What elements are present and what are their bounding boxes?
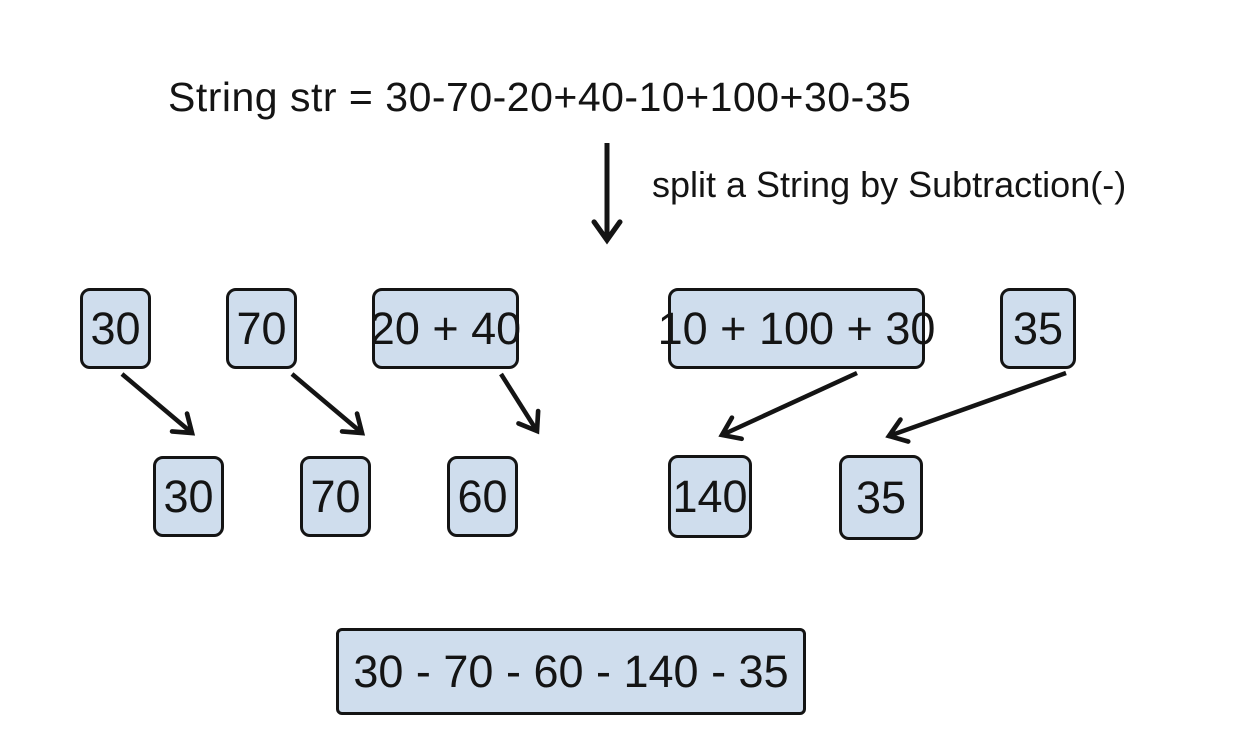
evaluated-token-box-4: 140 (668, 455, 752, 538)
evaluated-token-box-3: 60 (447, 456, 518, 537)
split-token-box-2: 70 (226, 288, 297, 369)
string-expression-title: String str = 30-70-20+40-10+100+30-35 (168, 74, 912, 120)
split-operation-label: split a String by Subtraction(-) (652, 164, 1127, 205)
arrow-to-35-icon (885, 370, 1067, 444)
split-token-box-4: 10 + 100 + 30 (658, 288, 935, 369)
arrow-to-140-icon (718, 370, 858, 442)
evaluated-token-box-1: 30 (153, 456, 224, 537)
evaluated-token-box-5: 35 (839, 455, 923, 540)
split-token-box-3: 20 + 40 (370, 288, 521, 369)
arrow-to-70-icon (290, 372, 366, 436)
result-box: 30 - 70 - 60 - 140 - 35 (336, 628, 806, 715)
evaluated-token-box-2: 70 (300, 456, 371, 537)
split-token-box-1: 30 (80, 288, 151, 369)
arrow-to-30-icon (120, 372, 196, 436)
arrow-to-60-icon (499, 372, 541, 435)
split-token-box-5: 35 (1000, 288, 1076, 369)
